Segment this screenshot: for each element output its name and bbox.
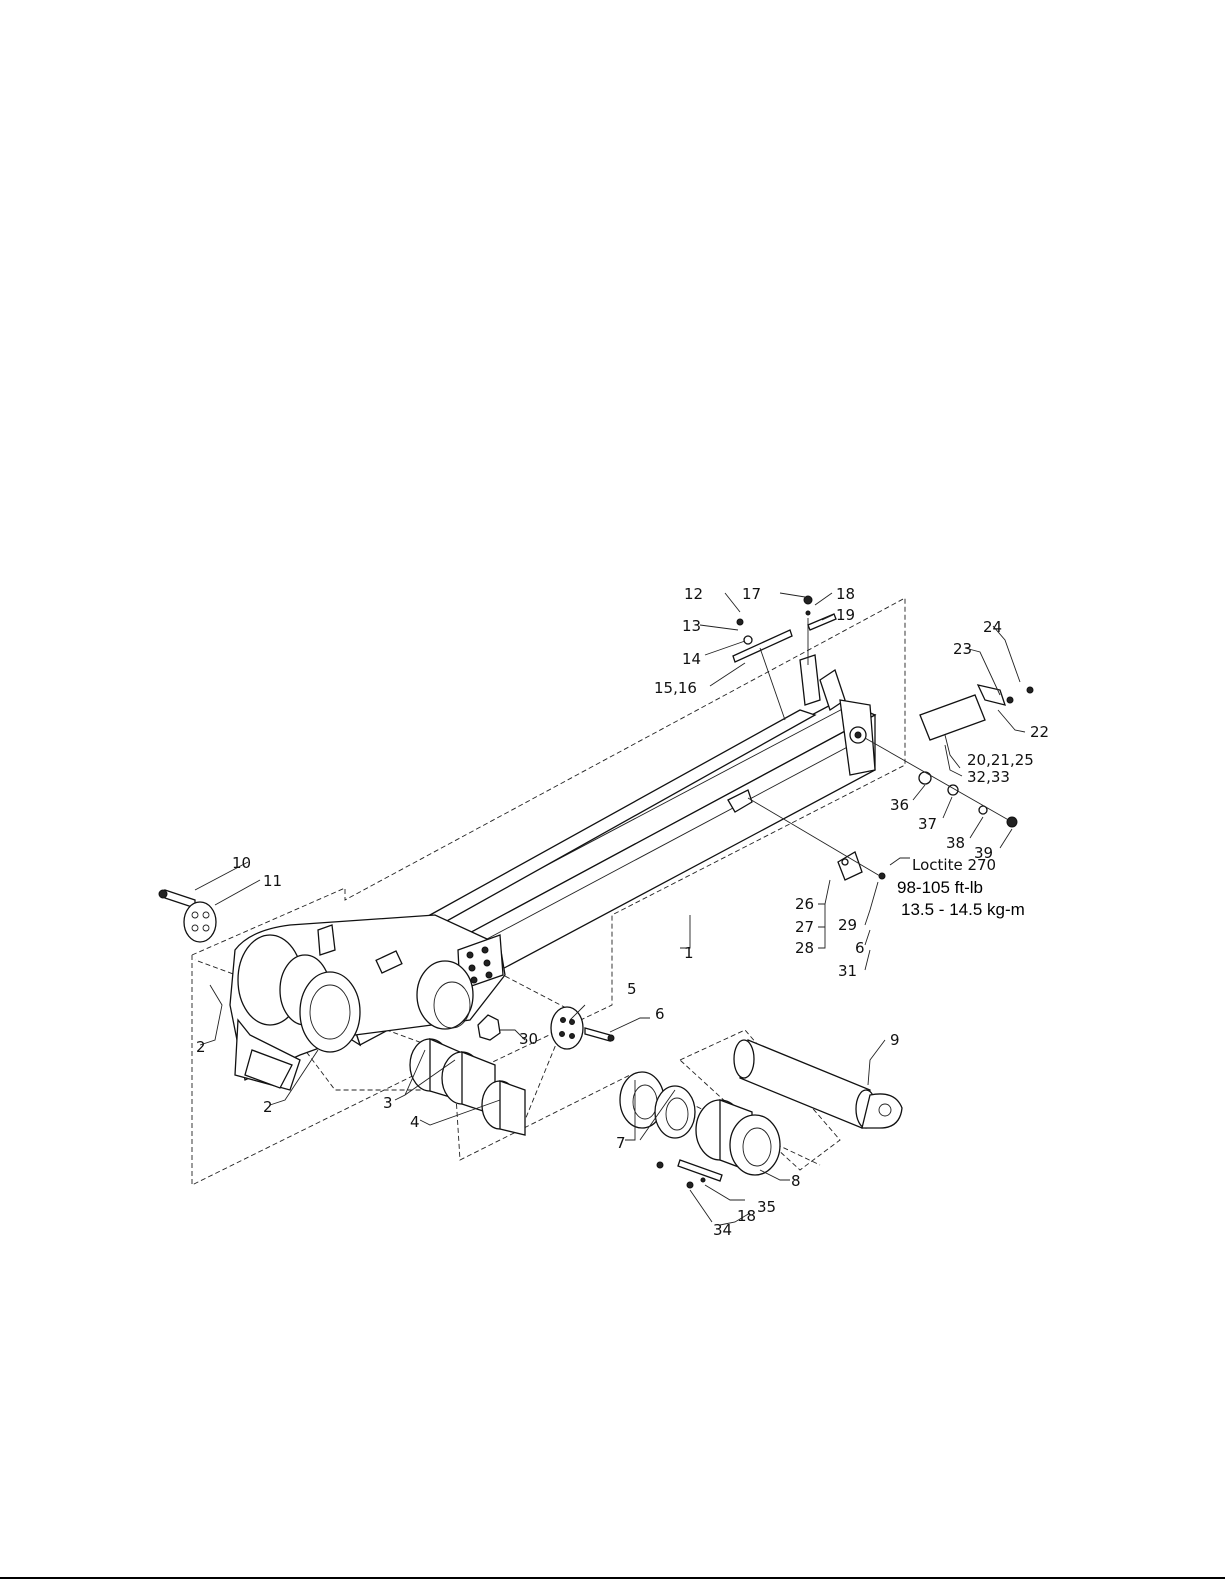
washers-and-roller [620, 1072, 780, 1188]
callout-4: 4 [410, 1113, 420, 1131]
loctite-note: Loctite 270 [912, 856, 996, 874]
callout-18-lower: 18 [737, 1207, 756, 1225]
callout-2-lower: 2 [263, 1098, 273, 1116]
callout-11: 11 [263, 872, 282, 890]
page-bottom-rule [0, 1577, 1225, 1579]
bushings [410, 1039, 525, 1135]
callout-5: 5 [627, 980, 637, 998]
callout-29: 29 [838, 916, 857, 934]
callout-28: 28 [795, 939, 814, 957]
callout-36: 36 [890, 796, 909, 814]
callout-17: 17 [742, 585, 761, 603]
callout-22: 22 [1030, 723, 1049, 741]
callout-31: 31 [838, 962, 857, 980]
callout-34: 34 [713, 1221, 732, 1239]
callout-18-upper: 18 [836, 585, 855, 603]
callout-14: 14 [682, 650, 701, 668]
top-hardware [733, 596, 836, 720]
pivot-bolt-and-plate [159, 890, 216, 942]
callout-35: 35 [757, 1198, 776, 1216]
callout-26: 26 [795, 895, 814, 913]
callout-37: 37 [918, 815, 937, 833]
callout-8: 8 [791, 1172, 801, 1190]
callout-3: 3 [383, 1094, 393, 1112]
torque-note: Loctite 270 98-105 ft-lb 13.5 - 14.5 kg-… [897, 856, 1025, 919]
callout-9: 9 [890, 1031, 900, 1049]
torque-kgm-note: 13.5 - 14.5 kg-m [901, 900, 1025, 919]
callout-10: 10 [232, 854, 251, 872]
callout-20-21-25: 20,21,25 [967, 751, 1034, 769]
callout-12: 12 [684, 585, 703, 603]
callout-15-16: 15,16 [654, 679, 697, 697]
callout-24: 24 [983, 618, 1002, 636]
callout-23: 23 [953, 640, 972, 658]
callout-1: 1 [684, 944, 694, 962]
retainer-plate-group [478, 1007, 614, 1049]
callout-30: 30 [519, 1030, 538, 1048]
torque-ftlb-note: 98-105 ft-lb [897, 878, 983, 897]
callout-19: 19 [836, 606, 855, 624]
callout-13: 13 [682, 617, 701, 635]
callout-2-upper: 2 [196, 1038, 206, 1056]
callout-6-lower: 6 [855, 939, 865, 957]
callout-6-upper: 6 [655, 1005, 665, 1023]
callout-7: 7 [616, 1134, 626, 1152]
callout-27: 27 [795, 918, 814, 936]
callout-32-33: 32,33 [967, 768, 1010, 786]
callout-38: 38 [946, 834, 965, 852]
